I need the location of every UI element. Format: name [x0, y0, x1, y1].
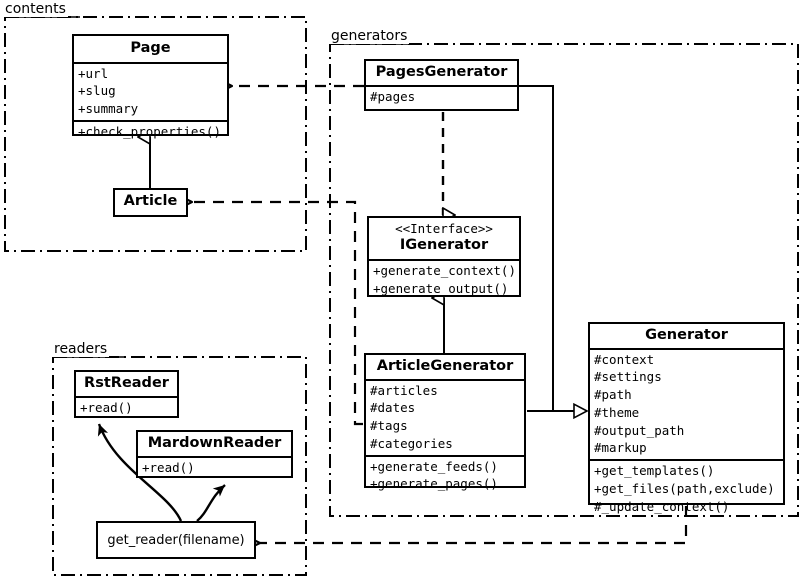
class-box-generator[interactable]: Generator #context #settings #path #them…: [588, 322, 785, 514]
package-label-readers: readers: [52, 341, 110, 357]
class-box-page[interactable]: Page +url +slug +summary +check_properti…: [72, 34, 229, 139]
class-title-page: Page: [74, 36, 227, 64]
function-box-get-reader[interactable]: get_reader(filename): [96, 521, 256, 559]
attribute-row: #categories: [370, 435, 453, 451]
class-name-igenerator: IGenerator: [399, 237, 489, 254]
method-row: +generate_output(): [373, 280, 509, 296]
method-row: +get_files(path,exclude): [594, 480, 775, 496]
method-row: +read(): [80, 399, 133, 415]
class-title-article: Article: [123, 193, 178, 209]
class-attributes-generator: #context #settings #path #theme #output_…: [590, 350, 783, 462]
class-methods-igenerator: +generate_context() +generate_output(): [369, 261, 519, 300]
class-title-mardown-reader: MardownReader: [138, 432, 291, 458]
class-box-rst-reader[interactable]: RstReader +read(): [74, 370, 179, 418]
attribute-row: #tags: [370, 418, 408, 434]
method-row: +get_templates(): [594, 463, 715, 479]
class-stereotype-igenerator: <<Interface>>: [395, 221, 493, 236]
class-title-igenerator: <<Interface>> IGenerator: [369, 218, 519, 262]
rel-articlegenerator-depends-article: [192, 202, 363, 426]
method-row: +check_properties(): [78, 123, 221, 139]
class-attributes-article-generator: #articles #dates #tags #categories: [366, 381, 524, 457]
class-title-rst-reader: RstReader: [76, 372, 177, 398]
method-row: +generate_feeds(): [370, 458, 498, 474]
rel-getreader-returns-mardownreader: [196, 484, 226, 522]
class-methods-rst-reader: +read(): [76, 398, 177, 419]
method-row: +read(): [142, 459, 195, 475]
package-label-contents: contents: [3, 1, 68, 17]
class-box-igenerator[interactable]: <<Interface>> IGenerator +generate_conte…: [367, 216, 521, 297]
class-methods-page: +check_properties(): [74, 122, 227, 143]
method-row: +generate_pages(): [370, 476, 498, 492]
class-attributes-page: +url +slug +summary: [74, 64, 227, 122]
attribute-row: #settings: [594, 369, 662, 385]
class-title-article-generator: ArticleGenerator: [366, 355, 524, 381]
attribute-row: +slug: [78, 83, 116, 99]
package-label-generators: generators: [329, 28, 410, 44]
attribute-row: #markup: [594, 440, 647, 456]
class-methods-mardown-reader: +read(): [138, 458, 291, 479]
attribute-row: #output_path: [594, 422, 685, 438]
class-box-pages-generator[interactable]: PagesGenerator #pages: [364, 59, 519, 111]
class-box-article[interactable]: Article: [113, 188, 188, 217]
class-title-pages-generator: PagesGenerator: [366, 61, 517, 87]
attribute-row: #context: [594, 351, 655, 367]
class-methods-generator: +get_templates() +get_files(path,exclude…: [590, 461, 783, 517]
attribute-row: #pages: [370, 88, 416, 104]
attribute-row: +url: [78, 65, 109, 81]
class-methods-article-generator: +generate_feeds() +generate_pages(): [366, 457, 524, 496]
function-label-get-reader: get_reader(filename): [107, 532, 245, 548]
method-row: +generate_context(): [373, 263, 516, 279]
method-row: #_update_context(): [594, 498, 730, 514]
class-title-generator: Generator: [590, 324, 783, 350]
attribute-row: #articles: [370, 382, 438, 398]
attribute-row: #theme: [594, 404, 640, 420]
class-attributes-pages-generator: #pages: [366, 87, 517, 108]
attribute-row: +summary: [78, 101, 139, 117]
attribute-row: #dates: [370, 400, 416, 416]
class-box-article-generator[interactable]: ArticleGenerator #articles #dates #tags …: [364, 353, 526, 491]
class-box-mardown-reader[interactable]: MardownReader +read(): [136, 430, 293, 478]
attribute-row: #path: [594, 387, 632, 403]
